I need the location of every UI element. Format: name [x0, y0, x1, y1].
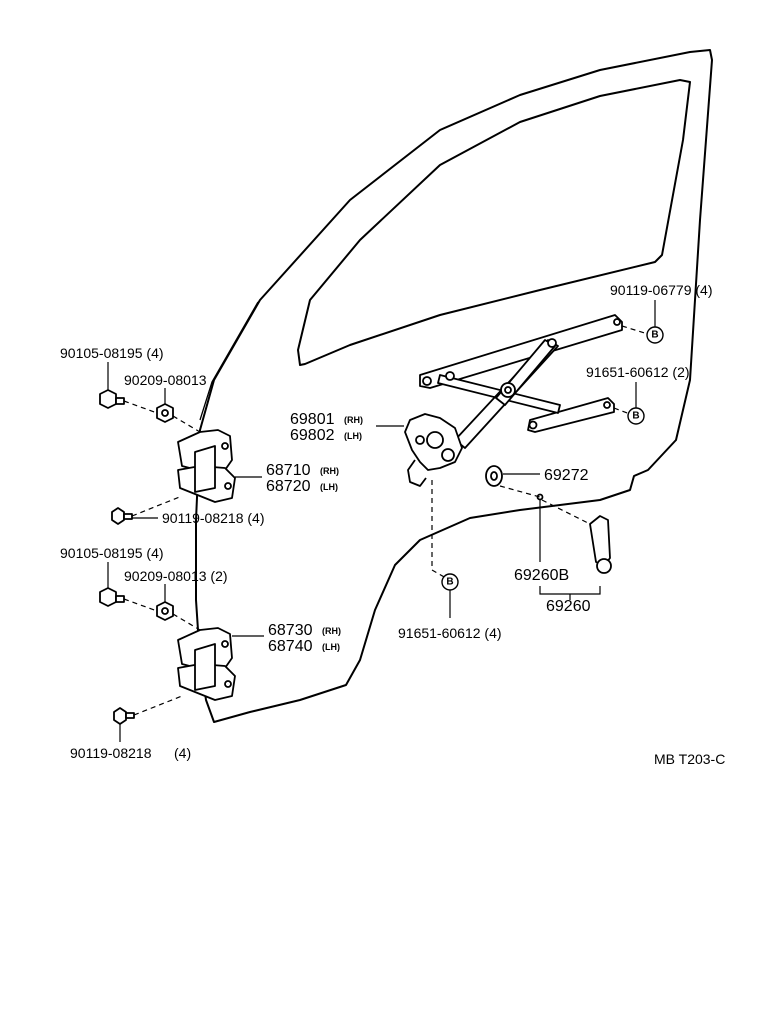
- ref-marker-upper: B: [646, 326, 664, 344]
- leader-lines: [107, 300, 656, 742]
- svg-text:(LH): (LH): [344, 431, 362, 441]
- svg-text:69801: 69801: [290, 411, 335, 428]
- assembly-lines: [123, 325, 649, 716]
- label-90209-08013-bottom: 90209-08013 (2): [124, 568, 228, 584]
- svg-text:B: B: [446, 577, 453, 588]
- label-90119-08218-top: 90119-08218 (4): [162, 510, 264, 526]
- label-90209-08013-top: 90209-08013: [124, 372, 207, 388]
- label-lower-hinge: 68730 (RH) 68740 (LH): [268, 622, 341, 655]
- svg-text:68730: 68730: [268, 622, 313, 639]
- label-91651-60612-lower: 91651-60612 (4): [398, 625, 502, 641]
- door-panel: [195, 49, 713, 723]
- label-69272: 69272: [544, 467, 589, 484]
- label-91651-60612-upper: 91651-60612 (2): [586, 364, 690, 380]
- svg-text:(RH): (RH): [320, 466, 339, 476]
- svg-text:68710: 68710: [266, 462, 311, 479]
- diagram-code: MB T203-C: [654, 751, 725, 767]
- ref-marker-rear: B: [627, 407, 645, 425]
- label-69260: 69260: [546, 598, 591, 615]
- svg-text:(RH): (RH): [322, 626, 341, 636]
- window-regulator: [404, 314, 623, 487]
- window-handle: [536, 493, 612, 574]
- svg-text:(RH): (RH): [344, 415, 363, 425]
- svg-text:69802: 69802: [290, 427, 335, 444]
- svg-text:(4): (4): [174, 745, 191, 761]
- svg-text:B: B: [651, 330, 658, 341]
- label-window-regulator: 69801 (RH) 69802 (LH): [290, 411, 363, 444]
- handle-knob: [485, 465, 503, 487]
- label-69260B: 69260B: [514, 567, 569, 584]
- label-90105-08195-top: 90105-08195 (4): [60, 345, 164, 361]
- label-90105-08195-bottom: 90105-08195 (4): [60, 545, 164, 561]
- svg-text:68720: 68720: [266, 478, 311, 495]
- svg-text:(LH): (LH): [322, 642, 340, 652]
- lower-hinge: [177, 627, 236, 701]
- svg-text:B: B: [632, 411, 639, 422]
- fasteners: [99, 389, 174, 725]
- svg-text:(LH): (LH): [320, 482, 338, 492]
- label-upper-hinge: 68710 (RH) 68720 (LH): [266, 462, 339, 495]
- svg-text:68740: 68740: [268, 638, 313, 655]
- label-90119-06779: 90119-06779 (4): [610, 282, 712, 298]
- upper-hinge: [177, 429, 236, 503]
- label-90119-08218-bottom: 90119-08218 (4): [70, 745, 191, 761]
- ref-marker-lower: B: [441, 573, 459, 591]
- svg-text:90119-08218: 90119-08218: [70, 745, 152, 761]
